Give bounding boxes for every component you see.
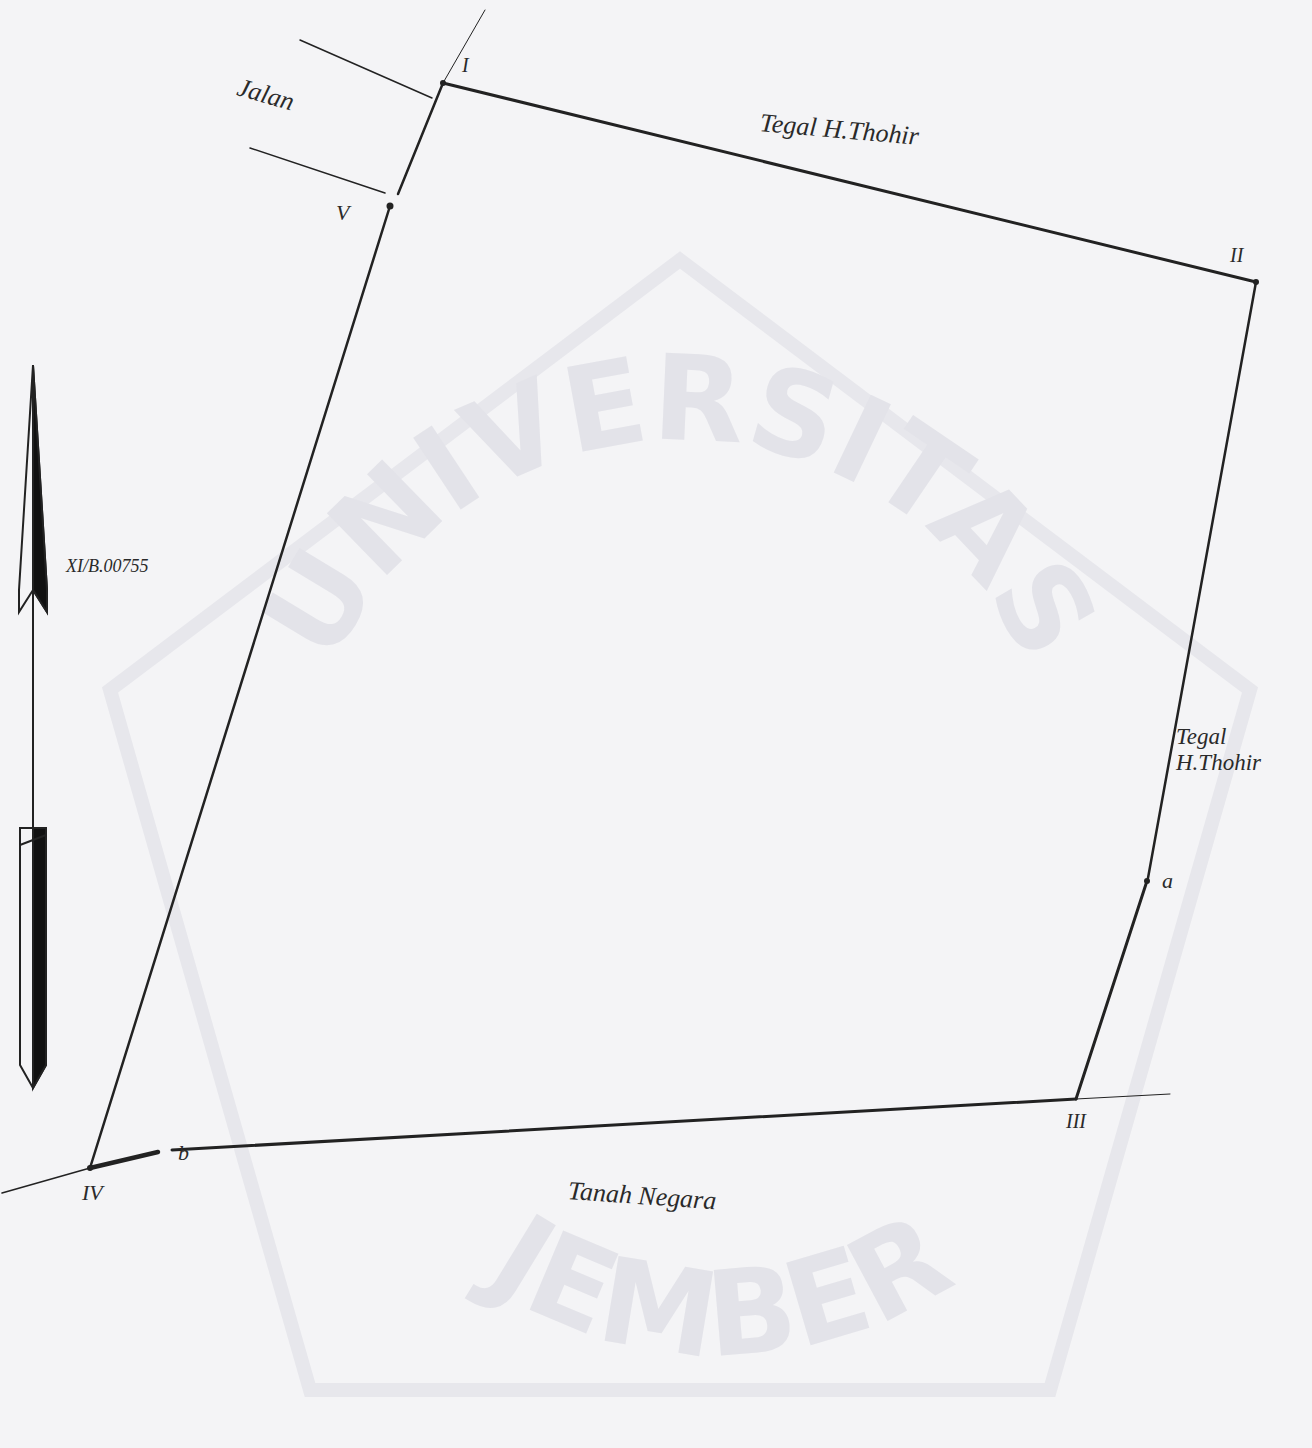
- boundary-point: [1144, 878, 1150, 884]
- boundary-point: [387, 203, 394, 210]
- extension-line: [443, 10, 485, 83]
- boundary-line: [443, 83, 1256, 282]
- boundary-line: [90, 206, 390, 1168]
- point-label: a: [1162, 868, 1173, 893]
- boundary-point: [440, 80, 446, 86]
- boundary-line: [398, 83, 443, 194]
- boundary-line: [1076, 884, 1146, 1099]
- road-edge: [300, 40, 432, 98]
- extension-line: [2, 1168, 90, 1193]
- map-sheet-number: XI/B.00755: [66, 556, 149, 577]
- point-number: IV: [82, 1180, 103, 1205]
- boundary-line: [90, 1152, 158, 1168]
- boundary-line: [172, 1099, 1076, 1150]
- neighbour-label: Tanah Negara: [567, 1176, 717, 1216]
- point-label: b: [178, 1140, 189, 1165]
- watermark-text: UNIVERSITAS: [235, 328, 1125, 679]
- watermark-text: JEMBER: [462, 1184, 971, 1386]
- boundary-line: [1148, 282, 1256, 878]
- point-number: III: [1066, 1110, 1086, 1133]
- extension-line: [1076, 1094, 1170, 1099]
- watermark-text: JEMBER: [462, 1184, 971, 1386]
- watermark-pentagon: [110, 260, 1250, 1390]
- point-number: II: [1230, 244, 1243, 267]
- north-arrow: [19, 365, 47, 1088]
- neighbour-label: Tegal H.Thohir: [759, 108, 920, 152]
- boundary-point: [1253, 279, 1259, 285]
- road-label: Jalan: [234, 73, 298, 118]
- watermark-text: UNIVERSITAS: [235, 328, 1125, 679]
- neighbour-label: Tegal H.Thohir: [1176, 724, 1296, 777]
- point-number: V: [336, 200, 349, 225]
- boundary-point: [87, 1165, 93, 1171]
- point-number: I: [462, 54, 469, 77]
- road-edge: [250, 148, 385, 193]
